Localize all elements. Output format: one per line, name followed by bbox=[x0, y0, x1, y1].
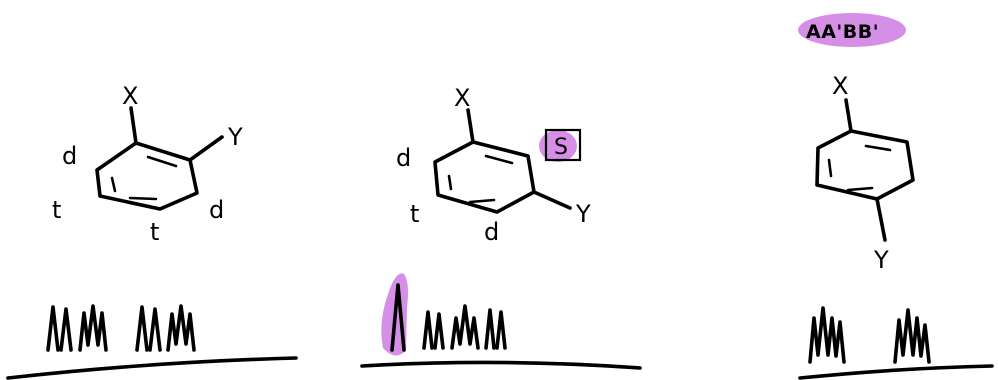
substituent-x-label: X bbox=[454, 84, 470, 112]
peak-aa-multiplet bbox=[808, 306, 846, 364]
spin-system-title: AA'BB' bbox=[806, 21, 879, 43]
singlet-label: S bbox=[554, 135, 568, 160]
double-bond-marks bbox=[447, 154, 514, 204]
peak-doublet-1 bbox=[46, 305, 73, 352]
peak-triplet bbox=[450, 304, 480, 350]
baseline-ortho bbox=[6, 356, 298, 380]
bond-y bbox=[188, 135, 224, 162]
spectrum-para bbox=[798, 306, 994, 380]
bond-x bbox=[466, 108, 475, 144]
panel-para: AA'BB' X Y bbox=[798, 13, 994, 380]
substituent-y-label: Y bbox=[227, 123, 243, 151]
spectrum-meta bbox=[360, 273, 642, 370]
title-highlight bbox=[798, 13, 906, 47]
bond-x bbox=[844, 98, 853, 133]
ring-label-doublet-1: d bbox=[396, 144, 411, 172]
ring-label-doublet-2: d bbox=[484, 218, 499, 246]
substituent-y-label: Y bbox=[873, 246, 889, 274]
panel-ortho: X Y d t t d bbox=[6, 82, 298, 380]
peak-bb-multiplet bbox=[893, 308, 931, 364]
peak-triplet-1 bbox=[78, 304, 108, 352]
substituent-x-label: X bbox=[832, 72, 848, 100]
singlet-box bbox=[544, 128, 582, 162]
ring-label-doublet-2: d bbox=[209, 196, 224, 224]
double-bond-marks bbox=[827, 144, 892, 192]
bond-y bbox=[875, 197, 887, 242]
ring-label-triplet: t bbox=[410, 200, 419, 228]
peak-doublet-2 bbox=[135, 305, 162, 352]
peak-doublet-1 bbox=[422, 310, 445, 350]
ring-label-triplet-2: t bbox=[150, 218, 159, 246]
substituent-y-label: Y bbox=[575, 200, 591, 228]
peak-triplet-2 bbox=[166, 304, 196, 352]
spectrum-ortho bbox=[6, 304, 298, 380]
baseline-meta bbox=[360, 360, 642, 370]
baseline-para bbox=[798, 364, 994, 380]
bond-x bbox=[129, 106, 138, 145]
panel-meta: S X Y d t d bbox=[360, 84, 642, 370]
ring-label-doublet-1: d bbox=[62, 142, 77, 170]
peak-doublet-2 bbox=[484, 308, 507, 350]
ring-label-triplet-1: t bbox=[52, 196, 61, 224]
substituent-x-label: X bbox=[122, 82, 138, 110]
singlet-highlight bbox=[539, 130, 577, 162]
double-bond-marks bbox=[110, 155, 178, 201]
peak-singlet bbox=[390, 283, 406, 352]
bond-y bbox=[532, 190, 572, 210]
